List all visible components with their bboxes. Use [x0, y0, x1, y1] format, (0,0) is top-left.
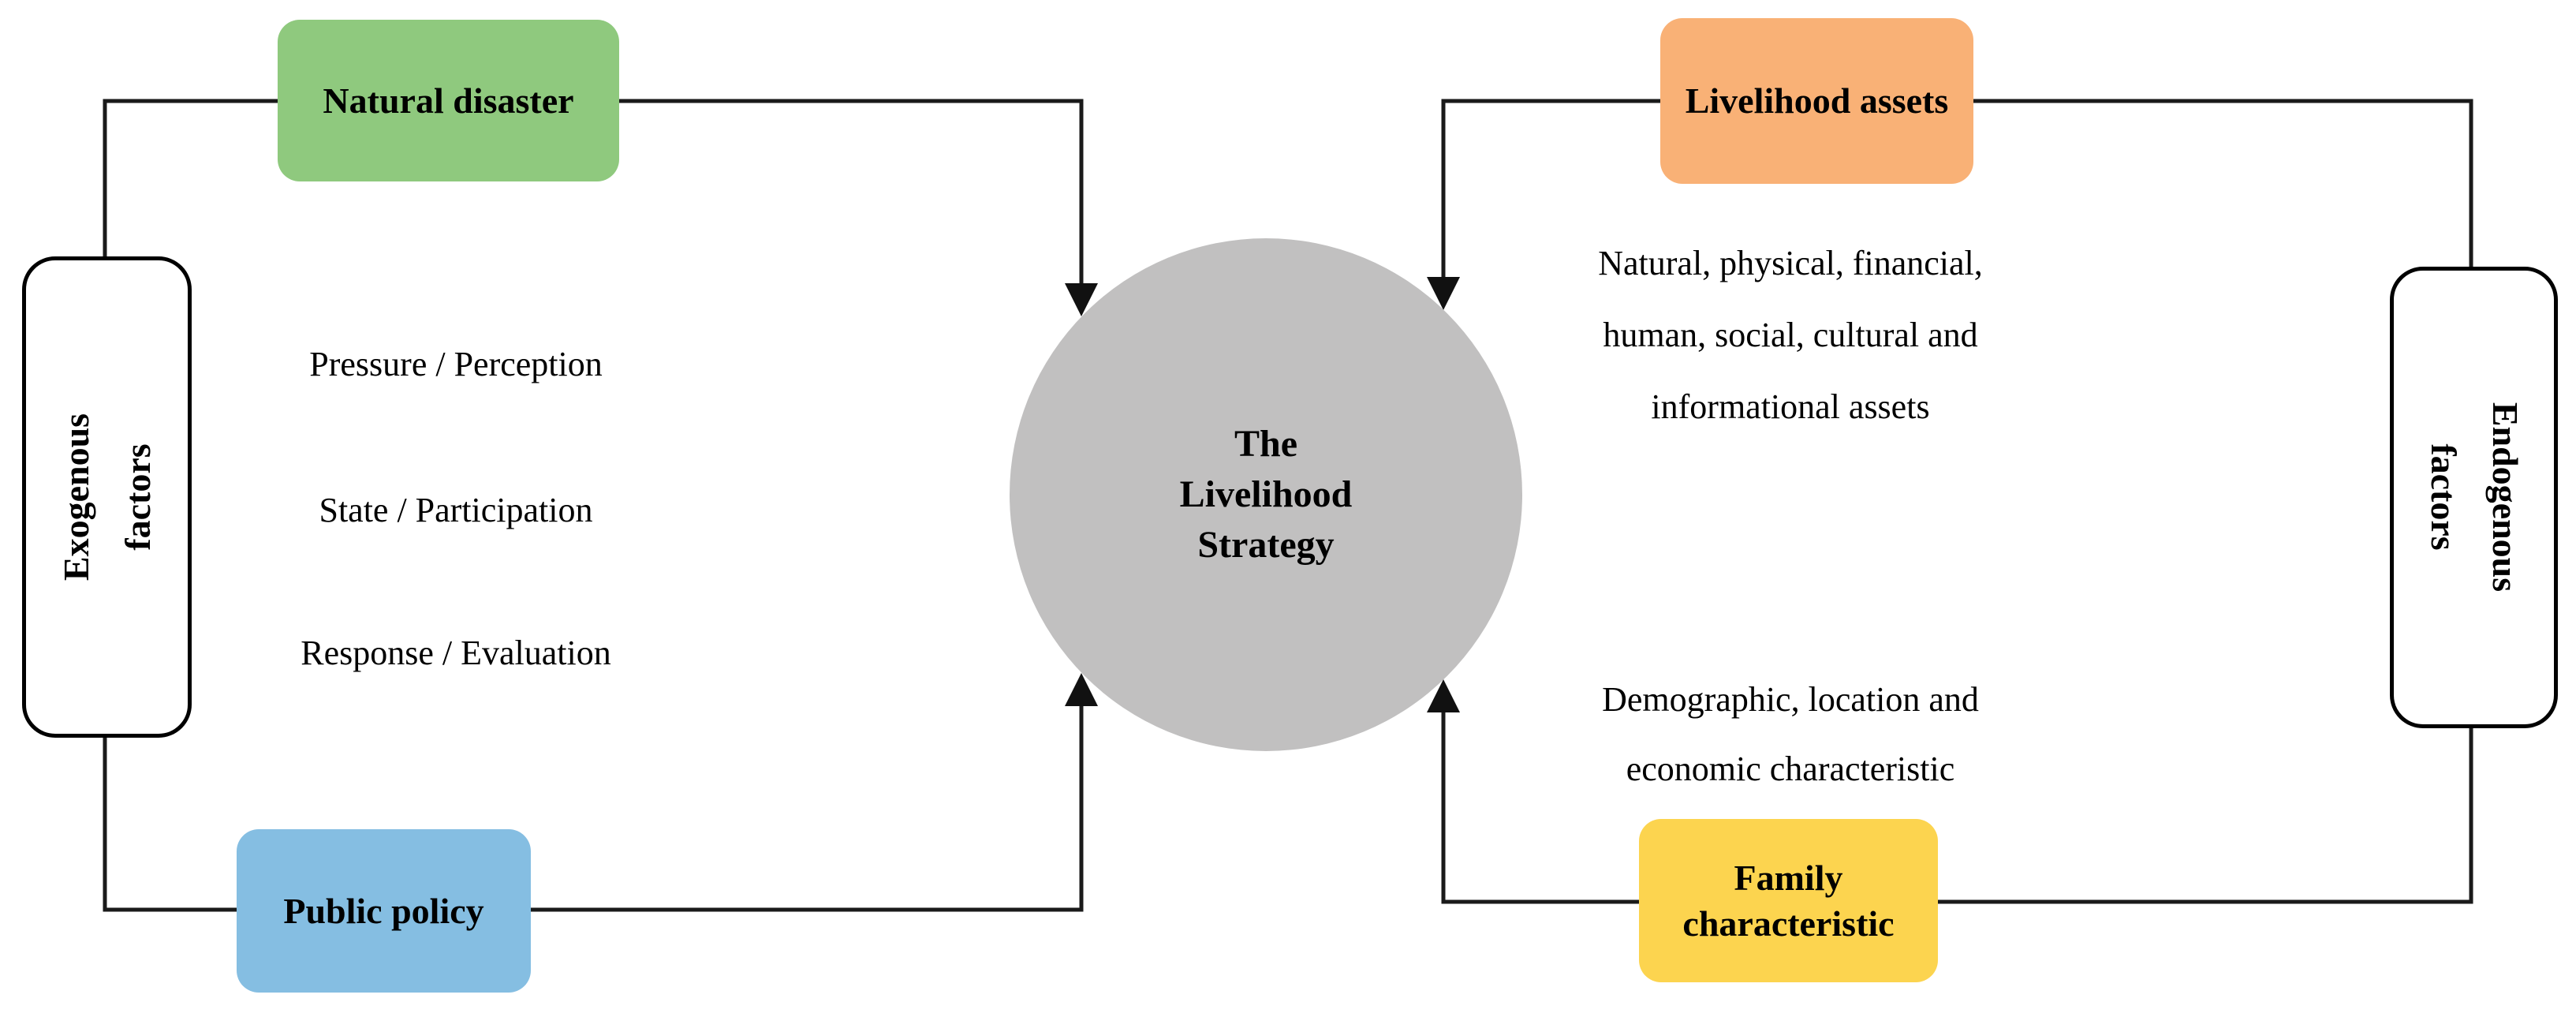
- endogenous-factors-box: [2390, 267, 2558, 728]
- connector-top-left: [103, 99, 278, 262]
- process-item-pressure-perception: Pressure / Perception: [309, 345, 603, 383]
- process-item-state-participation: State / Participation: [319, 491, 593, 529]
- arrow-down-top-right-icon: [1427, 277, 1460, 310]
- assets-note-line2: human, social, cultural and: [1603, 316, 1978, 354]
- arrow-up-bottom-right-icon: [1427, 679, 1460, 712]
- family-characteristic-label-line2: characteristic: [1682, 903, 1895, 944]
- circle-label-line2: Livelihood: [1179, 473, 1353, 515]
- livelihood-assets-note: Natural, physical, financial, human, soc…: [1562, 227, 2019, 443]
- circle-label-line3: Strategy: [1197, 524, 1335, 566]
- assets-note-line3: informational assets: [1651, 387, 1930, 426]
- livelihood-assets-box: Livelihood assets: [1660, 18, 1973, 184]
- arrow-down-top-left-icon: [1065, 283, 1098, 316]
- natural-disaster-box: Natural disaster: [278, 20, 619, 181]
- connector-assets-to-circle: [1441, 99, 1660, 280]
- connector-family-to-circle: [1441, 709, 1639, 904]
- connector-policy-to-circle: [531, 703, 1084, 912]
- circle-label-line1: The: [1234, 423, 1297, 465]
- family-note-line2: economic characteristic: [1626, 750, 1955, 788]
- family-characteristic-note: Demographic, location and economic chara…: [1562, 665, 2019, 804]
- exogenous-label-line1: Exogenous: [56, 413, 96, 581]
- connector-top-right: [1973, 99, 2473, 274]
- livelihood-assets-label: Livelihood assets: [1685, 80, 1949, 121]
- family-characteristic-box: Family characteristic: [1639, 819, 1938, 982]
- natural-disaster-label: Natural disaster: [323, 80, 574, 121]
- exogenous-label-line2: factors: [118, 443, 158, 551]
- endogenous-label-line2: factors: [2424, 443, 2464, 551]
- public-policy-box: Public policy: [237, 829, 531, 993]
- process-item-response-evaluation: Response / Evaluation: [301, 634, 611, 672]
- livelihood-strategy-circle: The Livelihood Strategy: [1010, 238, 1522, 751]
- endogenous-factors-label: Endogenous factors: [2413, 402, 2536, 592]
- arrow-up-bottom-left-icon: [1065, 673, 1098, 706]
- endogenous-label-line1: Endogenous: [2485, 402, 2526, 593]
- public-policy-label: Public policy: [283, 890, 484, 931]
- family-note-line1: Demographic, location and: [1602, 680, 1979, 719]
- assets-note-line1: Natural, physical, financial,: [1598, 244, 1983, 282]
- connector-bottom-right: [1936, 721, 2473, 904]
- connector-natural-to-circle: [619, 99, 1084, 286]
- family-characteristic-label-line1: Family: [1734, 857, 1843, 898]
- exogenous-factors-box: [22, 256, 192, 738]
- connector-bottom-left: [103, 732, 238, 912]
- exogenous-factors-label: Exogenous factors: [46, 413, 169, 581]
